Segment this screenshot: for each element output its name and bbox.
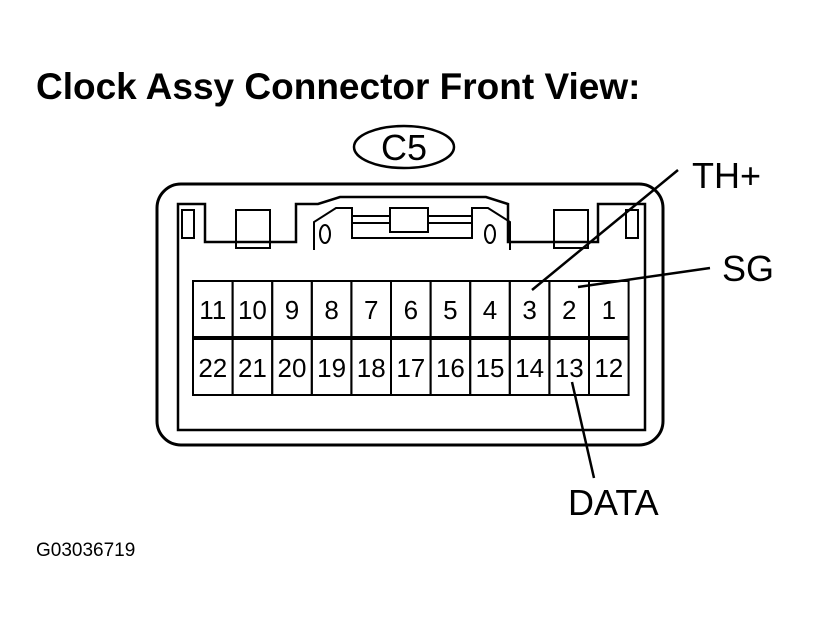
- right-lock-window-small: [625, 209, 639, 239]
- pin-cell: 18: [350, 338, 392, 396]
- connector-housing: [155, 182, 665, 447]
- pin-number: 20: [278, 353, 307, 383]
- pin-number: 11: [199, 295, 226, 325]
- page-title: Clock Assy Connector Front View:: [36, 66, 641, 107]
- left-lock-window: [235, 209, 271, 249]
- pin-number: 2: [562, 295, 576, 325]
- pin-number: 13: [555, 353, 584, 383]
- pin-cell: 13: [548, 338, 591, 396]
- connector-id-label: C5: [381, 127, 427, 168]
- connector-id-tag: C5: [352, 124, 456, 170]
- pin-cell: 19: [310, 338, 353, 396]
- pin-cell: 6: [390, 280, 432, 338]
- pin-cell: 12: [588, 338, 630, 396]
- pin-number: 21: [238, 353, 267, 383]
- pin-number: 19: [317, 353, 346, 383]
- pin-cell-border: [588, 280, 630, 338]
- pin-number: 12: [594, 353, 623, 383]
- callout-th-plus: TH+: [692, 155, 761, 196]
- center-lock-frame: [313, 207, 511, 250]
- pin-number: 4: [483, 295, 497, 325]
- housing-outer: [155, 182, 665, 447]
- pin-cell: 8: [310, 280, 353, 338]
- pin-cell: 22: [192, 338, 234, 396]
- pin-number: 15: [476, 353, 505, 383]
- left-guide-slot: [319, 224, 331, 244]
- pin-cell: 5: [429, 280, 472, 338]
- sg-leader: [577, 266, 711, 289]
- pin-cell: 10: [231, 280, 274, 338]
- right-lock-window: [553, 209, 589, 249]
- callout-sg: SG: [722, 248, 774, 289]
- pin-number: 6: [404, 295, 418, 325]
- pin-cell: 14: [508, 338, 551, 396]
- pin-cell: 1: [588, 280, 630, 338]
- th-plus-leader: [531, 169, 679, 291]
- pin-number: 9: [285, 295, 299, 325]
- center-lock-tab: [389, 207, 429, 233]
- data-leader: [570, 381, 596, 479]
- pin-cell: 15: [469, 338, 511, 396]
- pin-number: 1: [602, 295, 616, 325]
- callout-data: DATA: [568, 482, 659, 523]
- pin-cell: 3: [508, 280, 551, 338]
- housing-inner-outline: [176, 195, 647, 432]
- left-lock-window-small: [181, 209, 195, 239]
- right-guide-slot: [484, 224, 496, 244]
- pin-number: 8: [324, 295, 338, 325]
- connector-id-ellipse: [352, 124, 456, 170]
- pin-cell: 4: [469, 280, 511, 338]
- pin-cell: 21: [231, 338, 274, 396]
- pin-number: 18: [357, 353, 386, 383]
- pin-cell: 7: [350, 280, 392, 338]
- pin-cell: 9: [271, 280, 313, 338]
- pin-cell: 11: [192, 280, 234, 338]
- pin-number: 10: [238, 295, 267, 325]
- pin-number: 14: [515, 353, 544, 383]
- pin-cell-border: [588, 338, 630, 396]
- callout-leaders: [531, 169, 711, 479]
- pin-number: 5: [443, 295, 457, 325]
- pin-number: 7: [364, 295, 378, 325]
- pin-number: 22: [198, 353, 227, 383]
- pin-number: 17: [396, 353, 425, 383]
- pin-number: 3: [522, 295, 536, 325]
- pin-number: 16: [436, 353, 465, 383]
- pin-cell: 17: [390, 338, 432, 396]
- figure-id: G03036719: [36, 540, 136, 561]
- pin-cell: 2: [548, 280, 591, 338]
- pin-cell: 20: [271, 338, 313, 396]
- pin-cell: 16: [429, 338, 472, 396]
